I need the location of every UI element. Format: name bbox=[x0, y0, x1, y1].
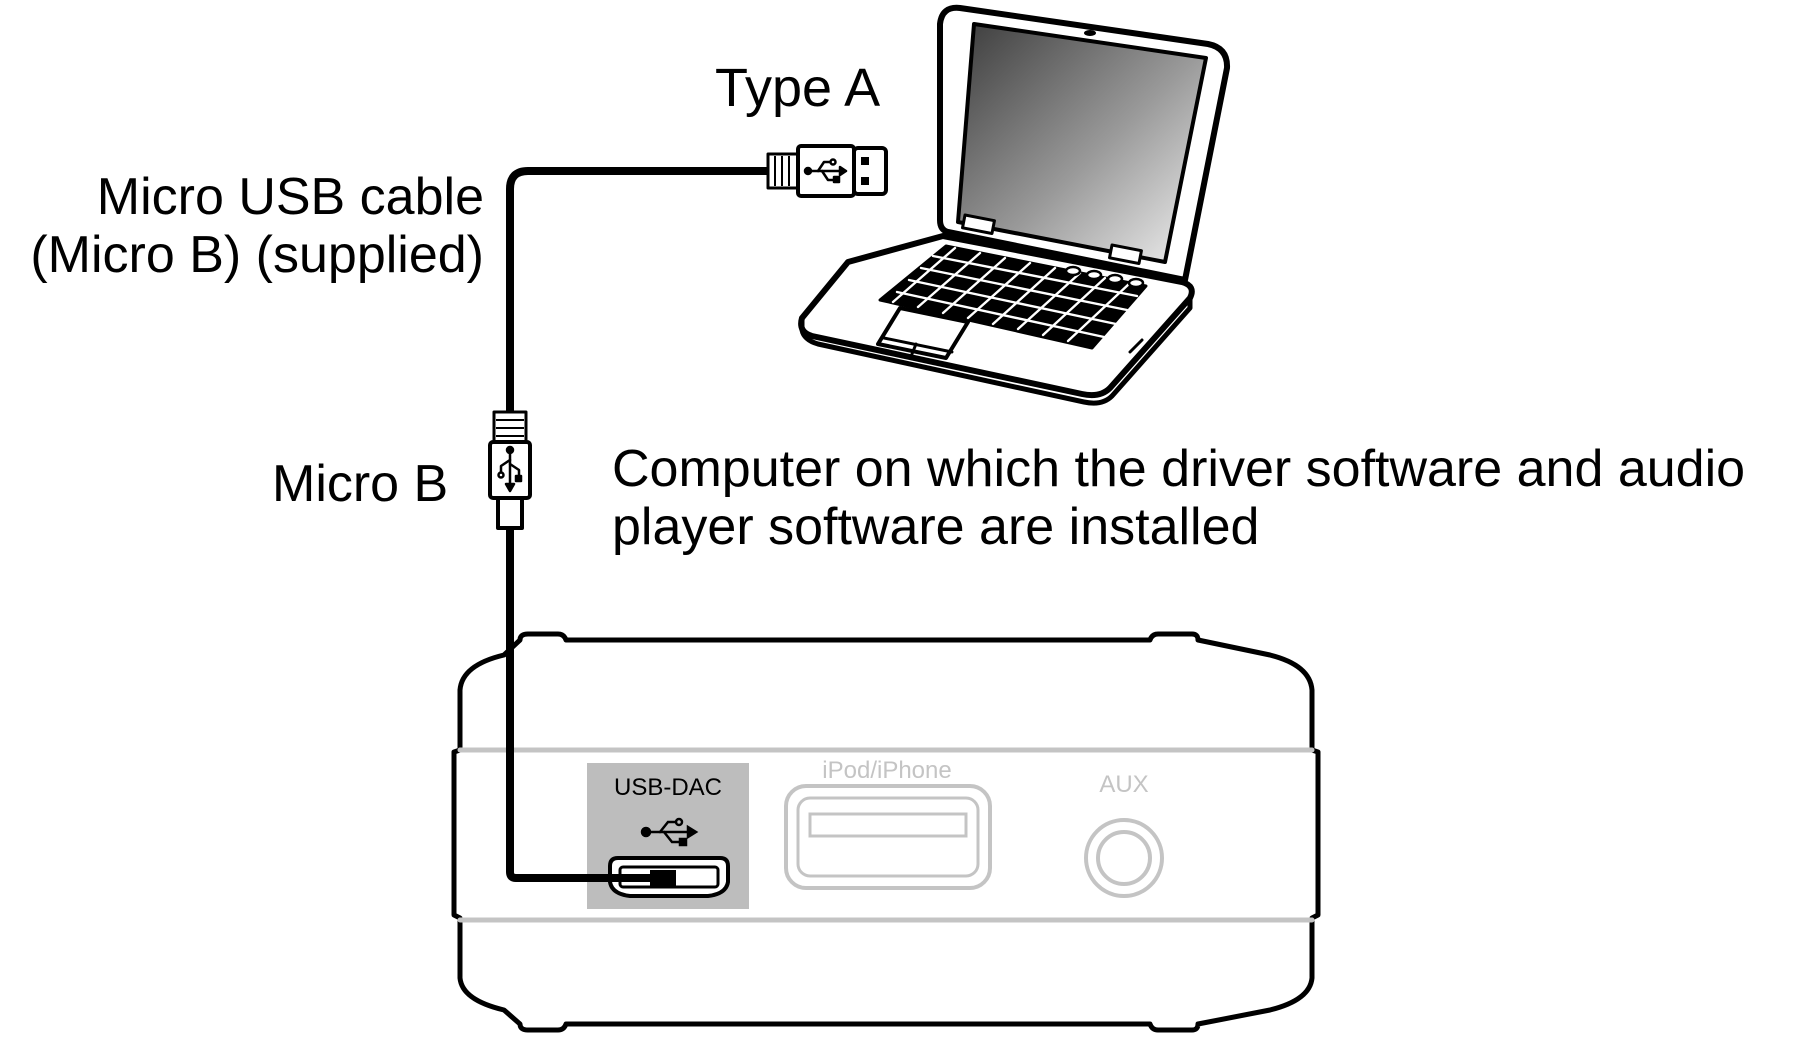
aux-port: AUX bbox=[1084, 771, 1164, 898]
type-a-label: Type A bbox=[715, 58, 881, 118]
micro-b-plug-icon bbox=[488, 410, 532, 530]
laptop-screen bbox=[956, 22, 1208, 264]
computer-label-line1: Computer on which the driver software an… bbox=[612, 440, 1746, 498]
micro-b-label: Micro B bbox=[272, 455, 449, 513]
laptop-icon bbox=[798, 4, 1231, 406]
computer-label-line2: player software are installed bbox=[612, 498, 1260, 557]
type-a-usb-symbol-icon bbox=[803, 158, 848, 184]
computer-label: Computer on which the driver software an… bbox=[612, 440, 1745, 556]
micro-b-usb-symbol-icon bbox=[497, 445, 523, 493]
ipod-iphone-port: iPod/iPhone bbox=[784, 757, 992, 890]
usb-symbol-icon bbox=[640, 817, 699, 847]
aux-port-label: AUX bbox=[1099, 771, 1148, 798]
ipod-iphone-port-label: iPod/iPhone bbox=[822, 757, 951, 784]
micro-usb-cable-label-line2: (Micro B) (supplied) bbox=[30, 226, 484, 285]
micro-usb-cable bbox=[506, 167, 772, 888]
micro-usb-cable-label: Micro USB cable (Micro B) (supplied) bbox=[0, 168, 484, 284]
usb-dac-port-label: USB-DAC bbox=[614, 774, 722, 801]
micro-usb-cable-label-line1: Micro USB cable bbox=[96, 168, 484, 226]
type-a-plug-icon bbox=[766, 144, 888, 198]
